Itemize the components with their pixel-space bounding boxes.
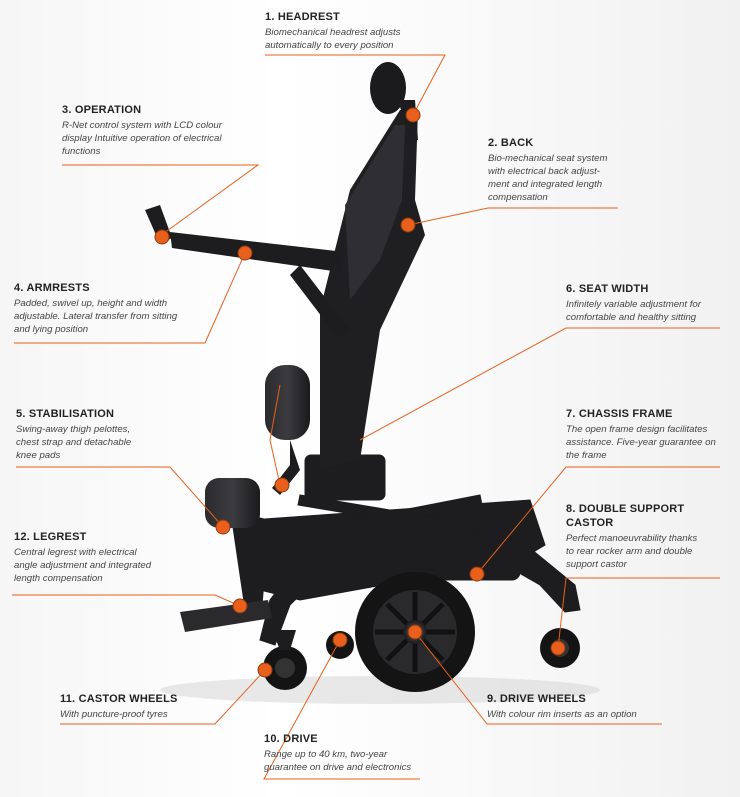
chassis bbox=[249, 454, 581, 646]
callout-description: The open frame design facilitates assist… bbox=[566, 424, 716, 461]
callout-double-support-castor: 8. DOUBLE SUPPORT CASTOR Perfect manoeuv… bbox=[566, 502, 736, 571]
callout-operation: 3. OPERATION R-Net control system with L… bbox=[62, 103, 302, 158]
callout-back: 2. BACK Bio-mechanical seat system with … bbox=[488, 136, 728, 204]
callout-description: R-Net control system with LCD colour dis… bbox=[62, 120, 222, 157]
callout-legrest: 12. LEGREST Central legrest with electri… bbox=[14, 530, 254, 585]
callout-title: 9. DRIVE WHEELS bbox=[487, 693, 586, 705]
marker-headrest bbox=[405, 107, 421, 123]
marker-drive bbox=[332, 632, 348, 648]
callout-title: 5. STABILISATION bbox=[16, 408, 115, 420]
legrest bbox=[180, 478, 272, 632]
callout-title: 12. LEGREST bbox=[14, 531, 87, 543]
callout-drive-wheels: 9. DRIVE WHEELS With colour rim inserts … bbox=[487, 692, 727, 721]
marker-double-castor bbox=[550, 640, 566, 656]
leader-line-stabilisation bbox=[16, 466, 224, 528]
callout-title: 8. DOUBLE SUPPORT CASTOR bbox=[566, 503, 685, 529]
callout-title: 7. CHASSIS FRAME bbox=[566, 408, 673, 420]
callout-description: Infinitely variable adjustment for comfo… bbox=[566, 299, 701, 323]
callout-description: Biomechanical headrest adjusts automatic… bbox=[265, 27, 401, 51]
callout-markers bbox=[154, 107, 566, 678]
callout-title: 10. DRIVE bbox=[264, 733, 318, 745]
callout-description: Range up to 40 km, two-year guarantee on… bbox=[264, 749, 412, 773]
callout-title: 1. HEADREST bbox=[265, 11, 340, 23]
leader-line-stabilisation-2 bbox=[269, 384, 281, 486]
leader-lines bbox=[12, 54, 720, 780]
callout-description: Padded, swivel up, height and width adju… bbox=[14, 298, 178, 335]
callout-description: Bio-mechanical seat system with electric… bbox=[488, 153, 608, 203]
callout-seat-width: 6. SEAT WIDTH Infinitely variable adjust… bbox=[566, 282, 736, 324]
leader-line-headrest bbox=[265, 54, 446, 116]
callout-description: Swing-away thigh pelottes, chest strap a… bbox=[16, 424, 132, 461]
callout-headrest: 1. HEADREST Biomechanical headrest adjus… bbox=[265, 10, 505, 52]
callout-title: 11. CASTOR WHEELS bbox=[60, 693, 178, 705]
leader-line-seat-width bbox=[359, 327, 720, 441]
leader-line-back bbox=[407, 207, 618, 226]
callout-chassis-frame: 7. CHASSIS FRAME The open frame design f… bbox=[566, 407, 738, 462]
callout-title: 3. OPERATION bbox=[62, 104, 142, 116]
leader-line-armrests bbox=[14, 252, 246, 344]
callout-title: 2. BACK bbox=[488, 137, 534, 149]
callout-castor-wheels: 11. CASTOR WHEELS With puncture-proof ty… bbox=[60, 692, 300, 721]
callout-description: Central legrest with electrical angle ad… bbox=[14, 547, 152, 584]
marker-castor-wheels bbox=[257, 662, 273, 678]
callout-description: With colour rim inserts as an option bbox=[487, 709, 637, 720]
callout-title: 4. ARMRESTS bbox=[14, 282, 90, 294]
leader-line-drive-wheels bbox=[414, 631, 662, 725]
marker-drive-wheels bbox=[407, 624, 423, 640]
marker-operation bbox=[154, 229, 170, 245]
front-castor-wheel bbox=[263, 630, 307, 690]
marker-armrests bbox=[237, 245, 253, 261]
marker-seat-width bbox=[274, 477, 290, 493]
callout-title: 6. SEAT WIDTH bbox=[566, 283, 649, 295]
leader-line-legrest bbox=[12, 594, 241, 607]
callout-stabilisation: 5. STABILISATION Swing-away thigh pelott… bbox=[16, 407, 256, 462]
callout-armrests: 4. ARMRESTS Padded, swivel up, height an… bbox=[14, 281, 254, 336]
callout-description: With puncture-proof tyres bbox=[60, 709, 168, 720]
marker-legrest bbox=[232, 598, 248, 614]
leader-line-double-castor bbox=[557, 577, 720, 649]
marker-chassis-frame bbox=[469, 566, 485, 582]
leader-line-castor-wheels bbox=[60, 669, 266, 725]
backrest bbox=[265, 110, 425, 495]
marker-back bbox=[400, 217, 416, 233]
marker-stabilisation bbox=[215, 519, 231, 535]
leader-line-operation bbox=[62, 164, 260, 237]
callout-description: Perfect manoeuvrability thanks to rear r… bbox=[566, 533, 698, 570]
callout-drive: 10. DRIVE Range up to 40 km, two-year gu… bbox=[264, 732, 504, 774]
leader-line-chassis-frame bbox=[476, 466, 720, 575]
leader-line-drive bbox=[263, 639, 420, 780]
